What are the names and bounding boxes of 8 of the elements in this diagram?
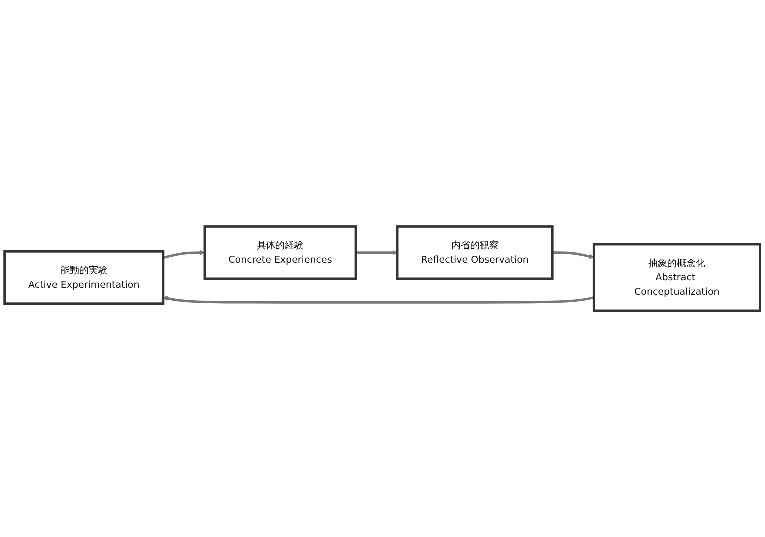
node-box: 内省的観察 Reflective Observation [396,225,554,280]
node-box: 具体的経験 Concrete Experiences [204,225,358,280]
node-box: 抽象的概念化 Abstract Conceptualization [592,243,762,312]
arrow [552,251,594,259]
arrow [163,296,594,304]
arrow [163,250,206,259]
arrow [356,250,398,256]
node-box: 能動的実験 Active Experimentation [4,250,165,305]
